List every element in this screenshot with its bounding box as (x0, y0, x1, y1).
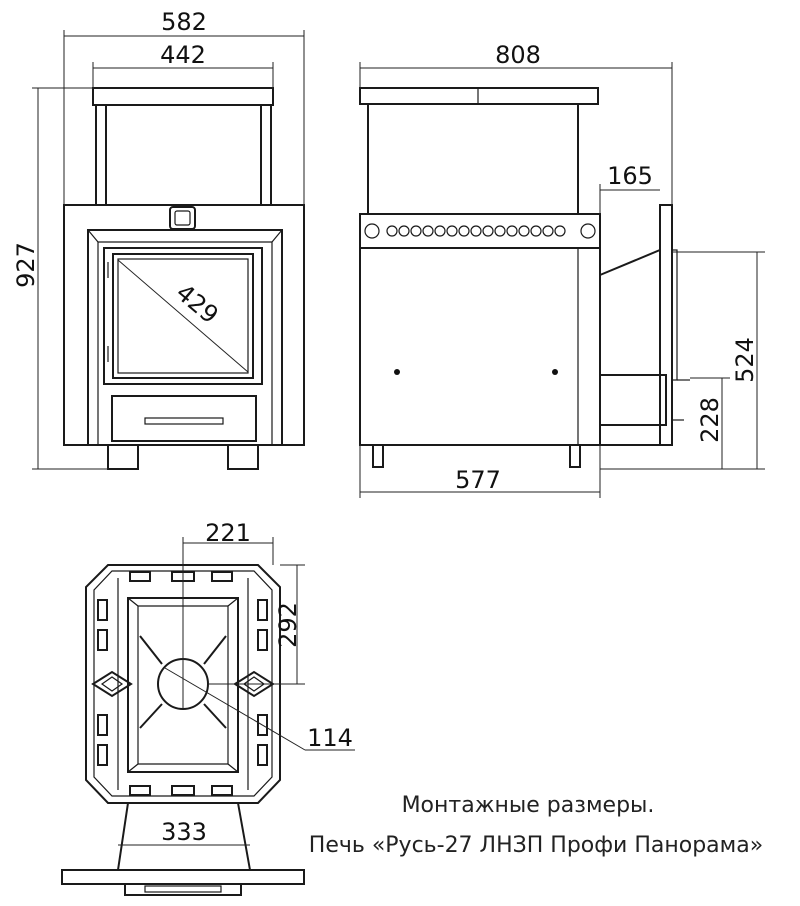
dim-927: 927 (12, 242, 40, 288)
dim-292: 292 (274, 602, 302, 648)
vent-pattern (364, 223, 596, 239)
dim-114: 114 (307, 724, 353, 752)
dim-228: 228 (696, 397, 724, 443)
dim-221: 221 (205, 519, 251, 547)
dim-442: 442 (160, 41, 206, 69)
dim-165: 165 (607, 162, 653, 190)
dim-582: 582 (161, 8, 207, 36)
caption-title: Монтажные размеры. (402, 793, 655, 818)
dim-429: 429 (171, 278, 224, 329)
dim-333: 333 (161, 818, 207, 846)
front-view: 582 442 927 429 (12, 8, 305, 470)
dim-524: 524 (731, 337, 759, 383)
top-view: 221 292 114 333 (61, 519, 355, 896)
dim-577: 577 (455, 466, 501, 494)
glass-diagonal-line (117, 259, 249, 373)
dim-808: 808 (495, 41, 541, 69)
caption-model: Печь «Русь-27 ЛНЗП Профи Панорама» (309, 833, 763, 858)
side-view: 808 165 524 228 577 (359, 41, 765, 498)
